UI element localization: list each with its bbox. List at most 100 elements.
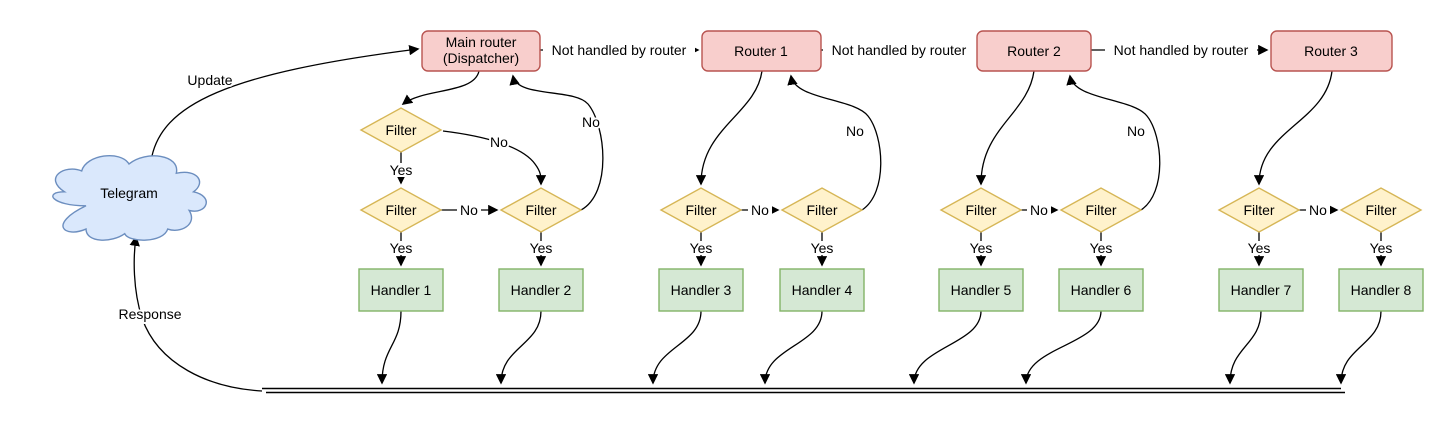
yes-label-bg <box>967 241 995 255</box>
edge-response <box>129 235 263 392</box>
edge-handler8-to-bus <box>1335 310 1382 385</box>
no-label-return-router2: No <box>1127 123 1145 139</box>
filter-label: Filter <box>1243 202 1274 218</box>
filter-diamond-router2-right <box>1059 187 1143 233</box>
filter-label: Filter <box>965 202 996 218</box>
handler-4-label: Handler 4 <box>792 282 853 298</box>
yes-label-bg <box>387 163 415 177</box>
not-handled-label-bg <box>543 42 695 58</box>
yes-label-bg <box>387 241 415 255</box>
no-label-bg <box>457 203 481 217</box>
no-label-bg <box>1027 203 1051 217</box>
edge-handler6-to-bus <box>1020 310 1102 385</box>
yes-label: Yes <box>811 240 834 256</box>
yes-label-bg <box>1367 241 1395 255</box>
edge-update <box>150 44 420 162</box>
cloud-shape <box>52 155 207 241</box>
filter-diamond-router2-left <box>939 187 1023 233</box>
no-label-bg <box>1306 203 1330 217</box>
not-handled-label-bg <box>1105 42 1257 58</box>
yes-label: Yes <box>390 162 413 178</box>
not-handled-label-3: Not handled by router <box>1114 42 1249 58</box>
edge-handler2-to-bus <box>495 310 542 385</box>
not-handled-label-1: Not handled by router <box>552 42 687 58</box>
handler-8-label: Handler 8 <box>1351 282 1412 298</box>
filter-diamond-main-right <box>499 187 583 233</box>
yes-label: Yes <box>690 240 713 256</box>
yes-label: Yes <box>1090 240 1113 256</box>
handler-3-label: Handler 3 <box>671 282 732 298</box>
no-label: No <box>1030 202 1048 218</box>
no-label: No <box>460 202 478 218</box>
router-2-label: Router 2 <box>1007 43 1061 59</box>
yes-label: Yes <box>390 240 413 256</box>
handler-5-node <box>938 268 1024 312</box>
telegram-cloud-node <box>52 155 207 241</box>
yes-label-bg <box>808 241 836 255</box>
no-label: No <box>751 202 769 218</box>
edge-no-return-main <box>509 74 604 211</box>
filter-diamond-main-left <box>359 187 443 233</box>
edge-router2-to-filter <box>975 70 1035 186</box>
filter-diamond-router1-left <box>659 187 743 233</box>
filter-diamond-router1-right <box>780 187 864 233</box>
cloud-label: Telegram <box>100 185 158 201</box>
main-router-label-line1: Main router <box>446 34 517 50</box>
not-handled-label-2: Not handled by router <box>832 42 967 58</box>
handler-2-node <box>498 268 584 312</box>
edge-main-to-top-filter <box>401 70 480 105</box>
handler-8-node <box>1338 268 1424 312</box>
filter-label: Filter <box>385 202 416 218</box>
edge-handler4-to-bus <box>759 310 823 385</box>
yes-label: Yes <box>1370 240 1393 256</box>
yes-label: Yes <box>530 240 553 256</box>
not-handled-label-bg <box>823 42 975 58</box>
filter-label: Filter <box>385 122 416 138</box>
handler-7-node <box>1218 268 1304 312</box>
no-label: No <box>1309 202 1327 218</box>
no-label-return-main: No <box>582 114 600 130</box>
router-3-label: Router 3 <box>1304 43 1358 59</box>
handler-7-label: Handler 7 <box>1231 282 1292 298</box>
edge-handler1-to-bus <box>376 310 402 385</box>
filter-label: Filter <box>1365 202 1396 218</box>
edge-handler5-to-bus <box>908 310 982 385</box>
edge-no-return-router2 <box>1066 74 1161 211</box>
handler-5-label: Handler 5 <box>951 282 1012 298</box>
main-router-label-line2: (Dispatcher) <box>443 50 519 66</box>
handler-4-node <box>779 268 865 312</box>
edge-router1-to-filter <box>695 70 763 186</box>
response-edge-label: Response <box>118 306 181 322</box>
handler-2-label: Handler 2 <box>511 282 572 298</box>
filter-diamond-main-top <box>359 107 443 153</box>
edge-router3-to-filter <box>1253 70 1333 186</box>
yes-label-bg <box>687 241 715 255</box>
no-label-bg <box>748 203 772 217</box>
yes-label: Yes <box>1248 240 1271 256</box>
yes-label-bg <box>1087 241 1115 255</box>
edge-handler7-to-bus <box>1224 310 1262 385</box>
yes-label-bg <box>527 241 555 255</box>
edge-handler3-to-bus <box>647 310 702 385</box>
handler-6-node <box>1058 268 1144 312</box>
filter-diamond-router3-left <box>1217 187 1301 233</box>
no-label-top-filter: No <box>490 134 508 150</box>
filter-label: Filter <box>806 202 837 218</box>
filter-label: Filter <box>525 202 556 218</box>
router-1-node <box>701 30 822 72</box>
edge-no-return-router1 <box>787 74 882 211</box>
yes-label-bg <box>1245 241 1273 255</box>
update-edge-label: Update <box>187 72 232 88</box>
handler-1-node <box>358 268 444 312</box>
handler-1-label: Handler 1 <box>371 282 432 298</box>
router-3-node <box>1270 30 1393 72</box>
filter-label: Filter <box>1085 202 1116 218</box>
yes-label: Yes <box>970 240 993 256</box>
filter-diamond-router3-right <box>1339 187 1423 233</box>
main-router-node <box>421 30 541 72</box>
handler-3-node <box>658 268 744 312</box>
router-1-label: Router 1 <box>734 43 788 59</box>
edge-top-filter-no <box>442 130 547 186</box>
